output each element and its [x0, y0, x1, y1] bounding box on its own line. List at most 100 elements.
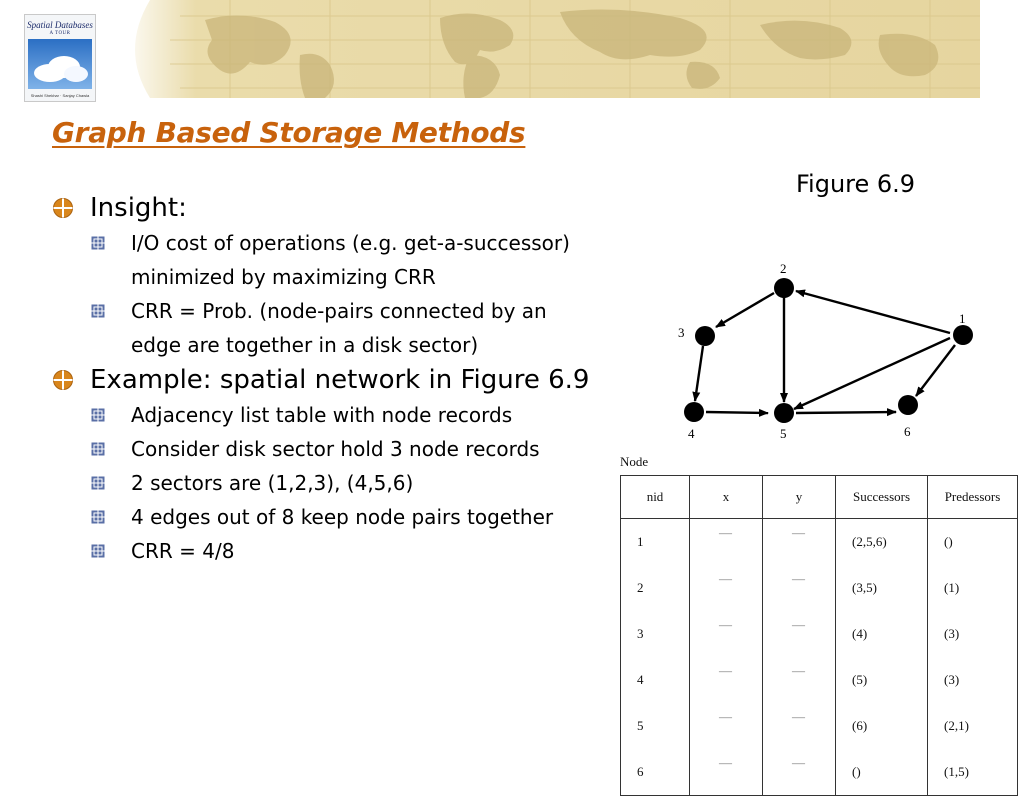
sub-bullet-text: 2 sectors are (1,2,3), (4,5,6): [131, 471, 414, 495]
table-row: 2 — — (3,5) (1): [620, 565, 1018, 611]
column-header: Predessors: [927, 475, 1018, 519]
table-row: 3 — — (4) (3): [620, 611, 1018, 657]
table-cell: —: [762, 565, 836, 611]
table-row: 4 — — (5) (3): [620, 657, 1018, 703]
graph-node-label: 6: [904, 424, 911, 439]
slide-title: Graph Based Storage Methods: [52, 116, 526, 149]
edge-5-6: [795, 408, 897, 417]
sub-bullet-text: Adjacency list table with node records: [131, 403, 513, 427]
sub-bullet-text: 4 edges out of 8 keep node pairs togethe…: [131, 505, 554, 529]
table-row: 6 — — () (1,5): [620, 749, 1018, 796]
table-cell: (5): [835, 657, 928, 703]
node-table-caption: Node: [620, 454, 649, 469]
cloud-icon: [34, 56, 88, 82]
bullet-example: Example: spatial network in Figure 6.9: [52, 362, 642, 398]
column-header: x: [689, 475, 763, 519]
edge-3-4: [692, 345, 705, 402]
book-cover-logo: Spatial Databases A TOUR Shashi Shekhar …: [24, 14, 96, 102]
table-cell: (1,5): [927, 749, 1018, 796]
graph-node-label: 1: [959, 311, 966, 326]
sub-bullet-square-icon: [91, 236, 105, 250]
header-map-banner: [0, 0, 980, 98]
table-cell: —: [762, 749, 836, 796]
table-cell: 3: [620, 611, 690, 657]
sub-bullet-square-icon: [91, 510, 105, 524]
table-cell: (1): [927, 565, 1018, 611]
graph-node-label: 2: [780, 261, 787, 276]
table-cell: —: [762, 518, 836, 565]
edge-2-3: [715, 291, 775, 329]
bullet-globe-icon: [53, 198, 73, 218]
bullet-example-label: Example: spatial network in Figure 6.9: [90, 365, 590, 395]
edge-4-5: [705, 408, 769, 417]
table-header-row: nid x y Successors Predessors: [620, 475, 1018, 519]
bullet-insight-label: Insight:: [90, 193, 187, 223]
bullet-list: Insight: I/O cost of operations (e.g. ge…: [52, 190, 642, 568]
sub-bullet-crr-value: CRR = 4/8: [52, 534, 642, 568]
sub-bullet-square-icon: [91, 408, 105, 422]
sub-bullet-square-icon: [91, 442, 105, 456]
sub-bullet-text: Consider disk sector hold 3 node records: [131, 437, 540, 461]
sub-bullet-text: edge are together in a disk sector): [131, 333, 479, 357]
table-cell: (3): [927, 611, 1018, 657]
bullet-globe-icon: [53, 370, 73, 390]
graph-node-6: [898, 395, 918, 415]
table-cell: (2,1): [927, 703, 1018, 749]
column-header: Successors: [835, 475, 928, 519]
edge-1-6: [915, 344, 956, 397]
table-cell: (): [835, 749, 928, 796]
table-cell: —: [689, 565, 763, 611]
table-cell: 5: [620, 703, 690, 749]
sub-bullet-text: I/O cost of operations (e.g. get-a-succe…: [131, 231, 570, 255]
sub-bullet-square-icon: [91, 304, 105, 318]
edge-1-5: [793, 336, 951, 411]
table-cell: (3): [927, 657, 1018, 703]
graph-node-5: [774, 403, 794, 423]
book-title: Spatial Databases: [27, 20, 93, 30]
table-cell: —: [689, 749, 763, 796]
sub-bullet-edges: 4 edges out of 8 keep node pairs togethe…: [52, 500, 642, 534]
table-cell: —: [762, 611, 836, 657]
table-cell: —: [689, 518, 763, 565]
column-header: nid: [620, 475, 690, 519]
sub-bullet-text: minimized by maximizing CRR: [131, 265, 436, 289]
sub-bullet-io-cost: I/O cost of operations (e.g. get-a-succe…: [52, 226, 642, 294]
table-cell: 6: [620, 749, 690, 796]
sub-bullet-text: CRR = 4/8: [131, 539, 235, 563]
table-cell: (2,5,6): [835, 518, 928, 565]
graph-node-4: [684, 402, 704, 422]
graph-node-2: [774, 278, 794, 298]
graph-node-label: 5: [780, 426, 787, 441]
node-table: nid x y Successors Predessors 1 — — (2,5…: [620, 475, 1018, 796]
column-header: y: [762, 475, 836, 519]
table-cell: 1: [620, 518, 690, 565]
graph-node-1: [953, 325, 973, 345]
table-cell: —: [762, 657, 836, 703]
book-subtitle: A TOUR: [49, 31, 71, 36]
sub-bullet-square-icon: [91, 476, 105, 490]
table-cell: (): [927, 518, 1018, 565]
sub-bullet-square-icon: [91, 544, 105, 558]
sub-bullet-text: CRR = Prob. (node-pairs connected by an: [131, 299, 547, 323]
graph-node-label: 3: [678, 325, 685, 340]
network-graph: 1 2 3 4 5 6: [678, 261, 973, 441]
edge-1-2: [795, 289, 951, 335]
book-sky-image: [28, 39, 92, 89]
book-authors: Shashi Shekhar · Sanjay Chawla: [30, 93, 90, 98]
table-cell: —: [762, 703, 836, 749]
sub-bullet-adjacency: Adjacency list table with node records: [52, 398, 642, 432]
sub-bullet-sectors: 2 sectors are (1,2,3), (4,5,6): [52, 466, 642, 500]
table-cell: (4): [835, 611, 928, 657]
graph-nodes: [684, 278, 973, 423]
sub-bullet-crr-definition: CRR = Prob. (node-pairs connected by an …: [52, 294, 642, 362]
table-cell: (3,5): [835, 565, 928, 611]
bullet-insight: Insight:: [52, 190, 642, 226]
table-cell: —: [689, 703, 763, 749]
table-cell: —: [689, 657, 763, 703]
figure-label: Figure 6.9: [796, 170, 916, 198]
graph-node-label: 4: [688, 426, 695, 441]
table-row: 1 — — (2,5,6) (): [620, 518, 1018, 565]
graph-edges: [692, 289, 956, 417]
graph-node-3: [695, 326, 715, 346]
table-row: 5 — — (6) (2,1): [620, 703, 1018, 749]
